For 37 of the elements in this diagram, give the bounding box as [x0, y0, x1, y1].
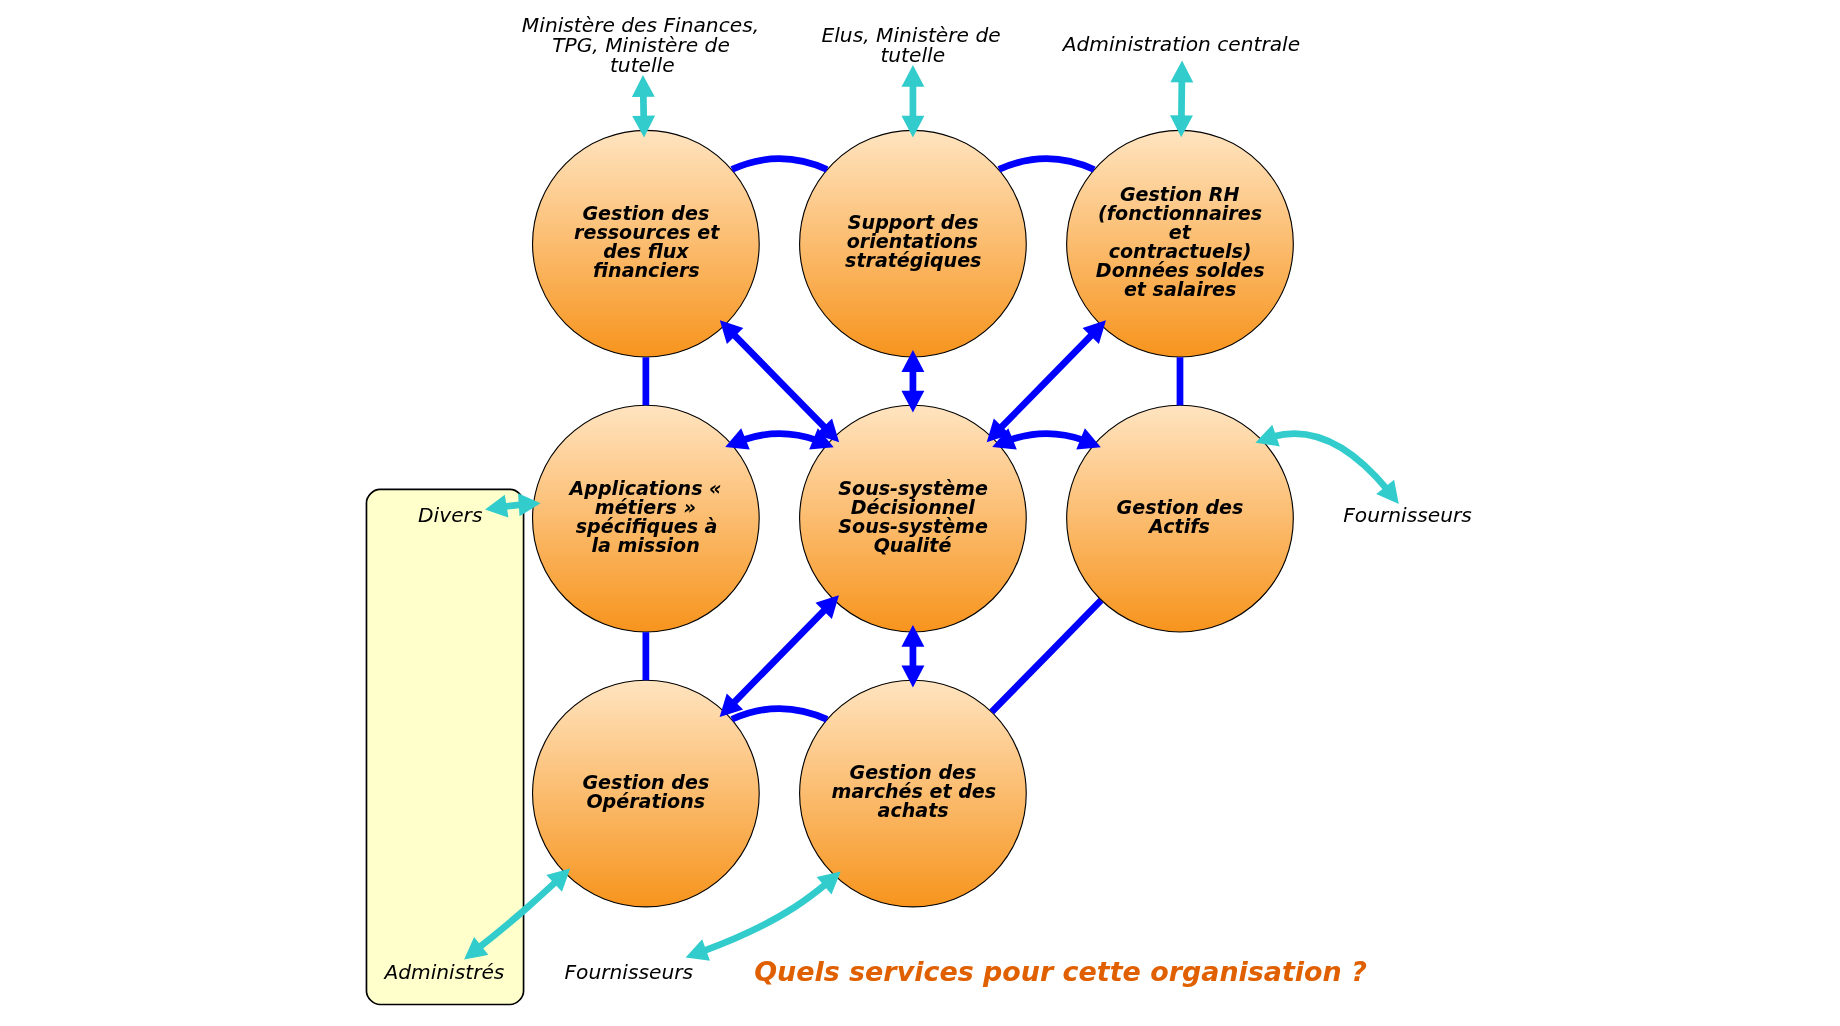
node-circle: Gestion des marchés et des achats [798, 679, 1027, 908]
arrow [900, 350, 924, 413]
connector [642, 357, 649, 406]
connector [642, 632, 649, 681]
node-circle: Applications « métiers » spécifiques à la mission [531, 404, 760, 633]
connector [1176, 357, 1183, 406]
arrow [1254, 424, 1399, 504]
arrow [986, 320, 1106, 443]
node-text: Ministère des Finances, TPG, Ministère de tutelle [521, 13, 759, 78]
node-circle: Gestion des Opérations [531, 679, 760, 908]
arrow [991, 428, 1101, 450]
node-text: Elus, Ministère de tutelle [820, 23, 1001, 68]
arrow [719, 320, 839, 443]
label: Quels services pour cette organisation ? [753, 956, 1367, 988]
node-text: Fournisseurs [564, 960, 693, 985]
node-circle: Sous-système Décisionnel Sous-système Qualité [798, 404, 1027, 633]
node-text: Fournisseurs [1342, 503, 1472, 528]
arrow [1169, 60, 1193, 138]
node-text: Divers [417, 503, 482, 528]
arrow [719, 595, 839, 718]
arrow [724, 428, 834, 450]
connector [730, 155, 828, 173]
node-text: Administrés [383, 960, 504, 985]
arrow [685, 871, 841, 961]
arrow [900, 624, 924, 688]
node-circle: Gestion des Actifs [1065, 404, 1294, 633]
node-circle: Gestion RH (fonctionnaires et contractuels) Données soldes et salaires [1065, 129, 1294, 358]
arrow [631, 75, 655, 138]
arrow [484, 493, 541, 518]
connector [988, 598, 1103, 715]
arrow [900, 65, 924, 138]
node-circle: Support des orientations stratégiques [798, 129, 1027, 358]
node-text: Administration centrale [1062, 32, 1300, 57]
connector [997, 155, 1095, 173]
node-circle: Gestion des ressources et des flux financiers [531, 129, 760, 358]
arrow [463, 868, 570, 960]
connector [730, 705, 828, 723]
